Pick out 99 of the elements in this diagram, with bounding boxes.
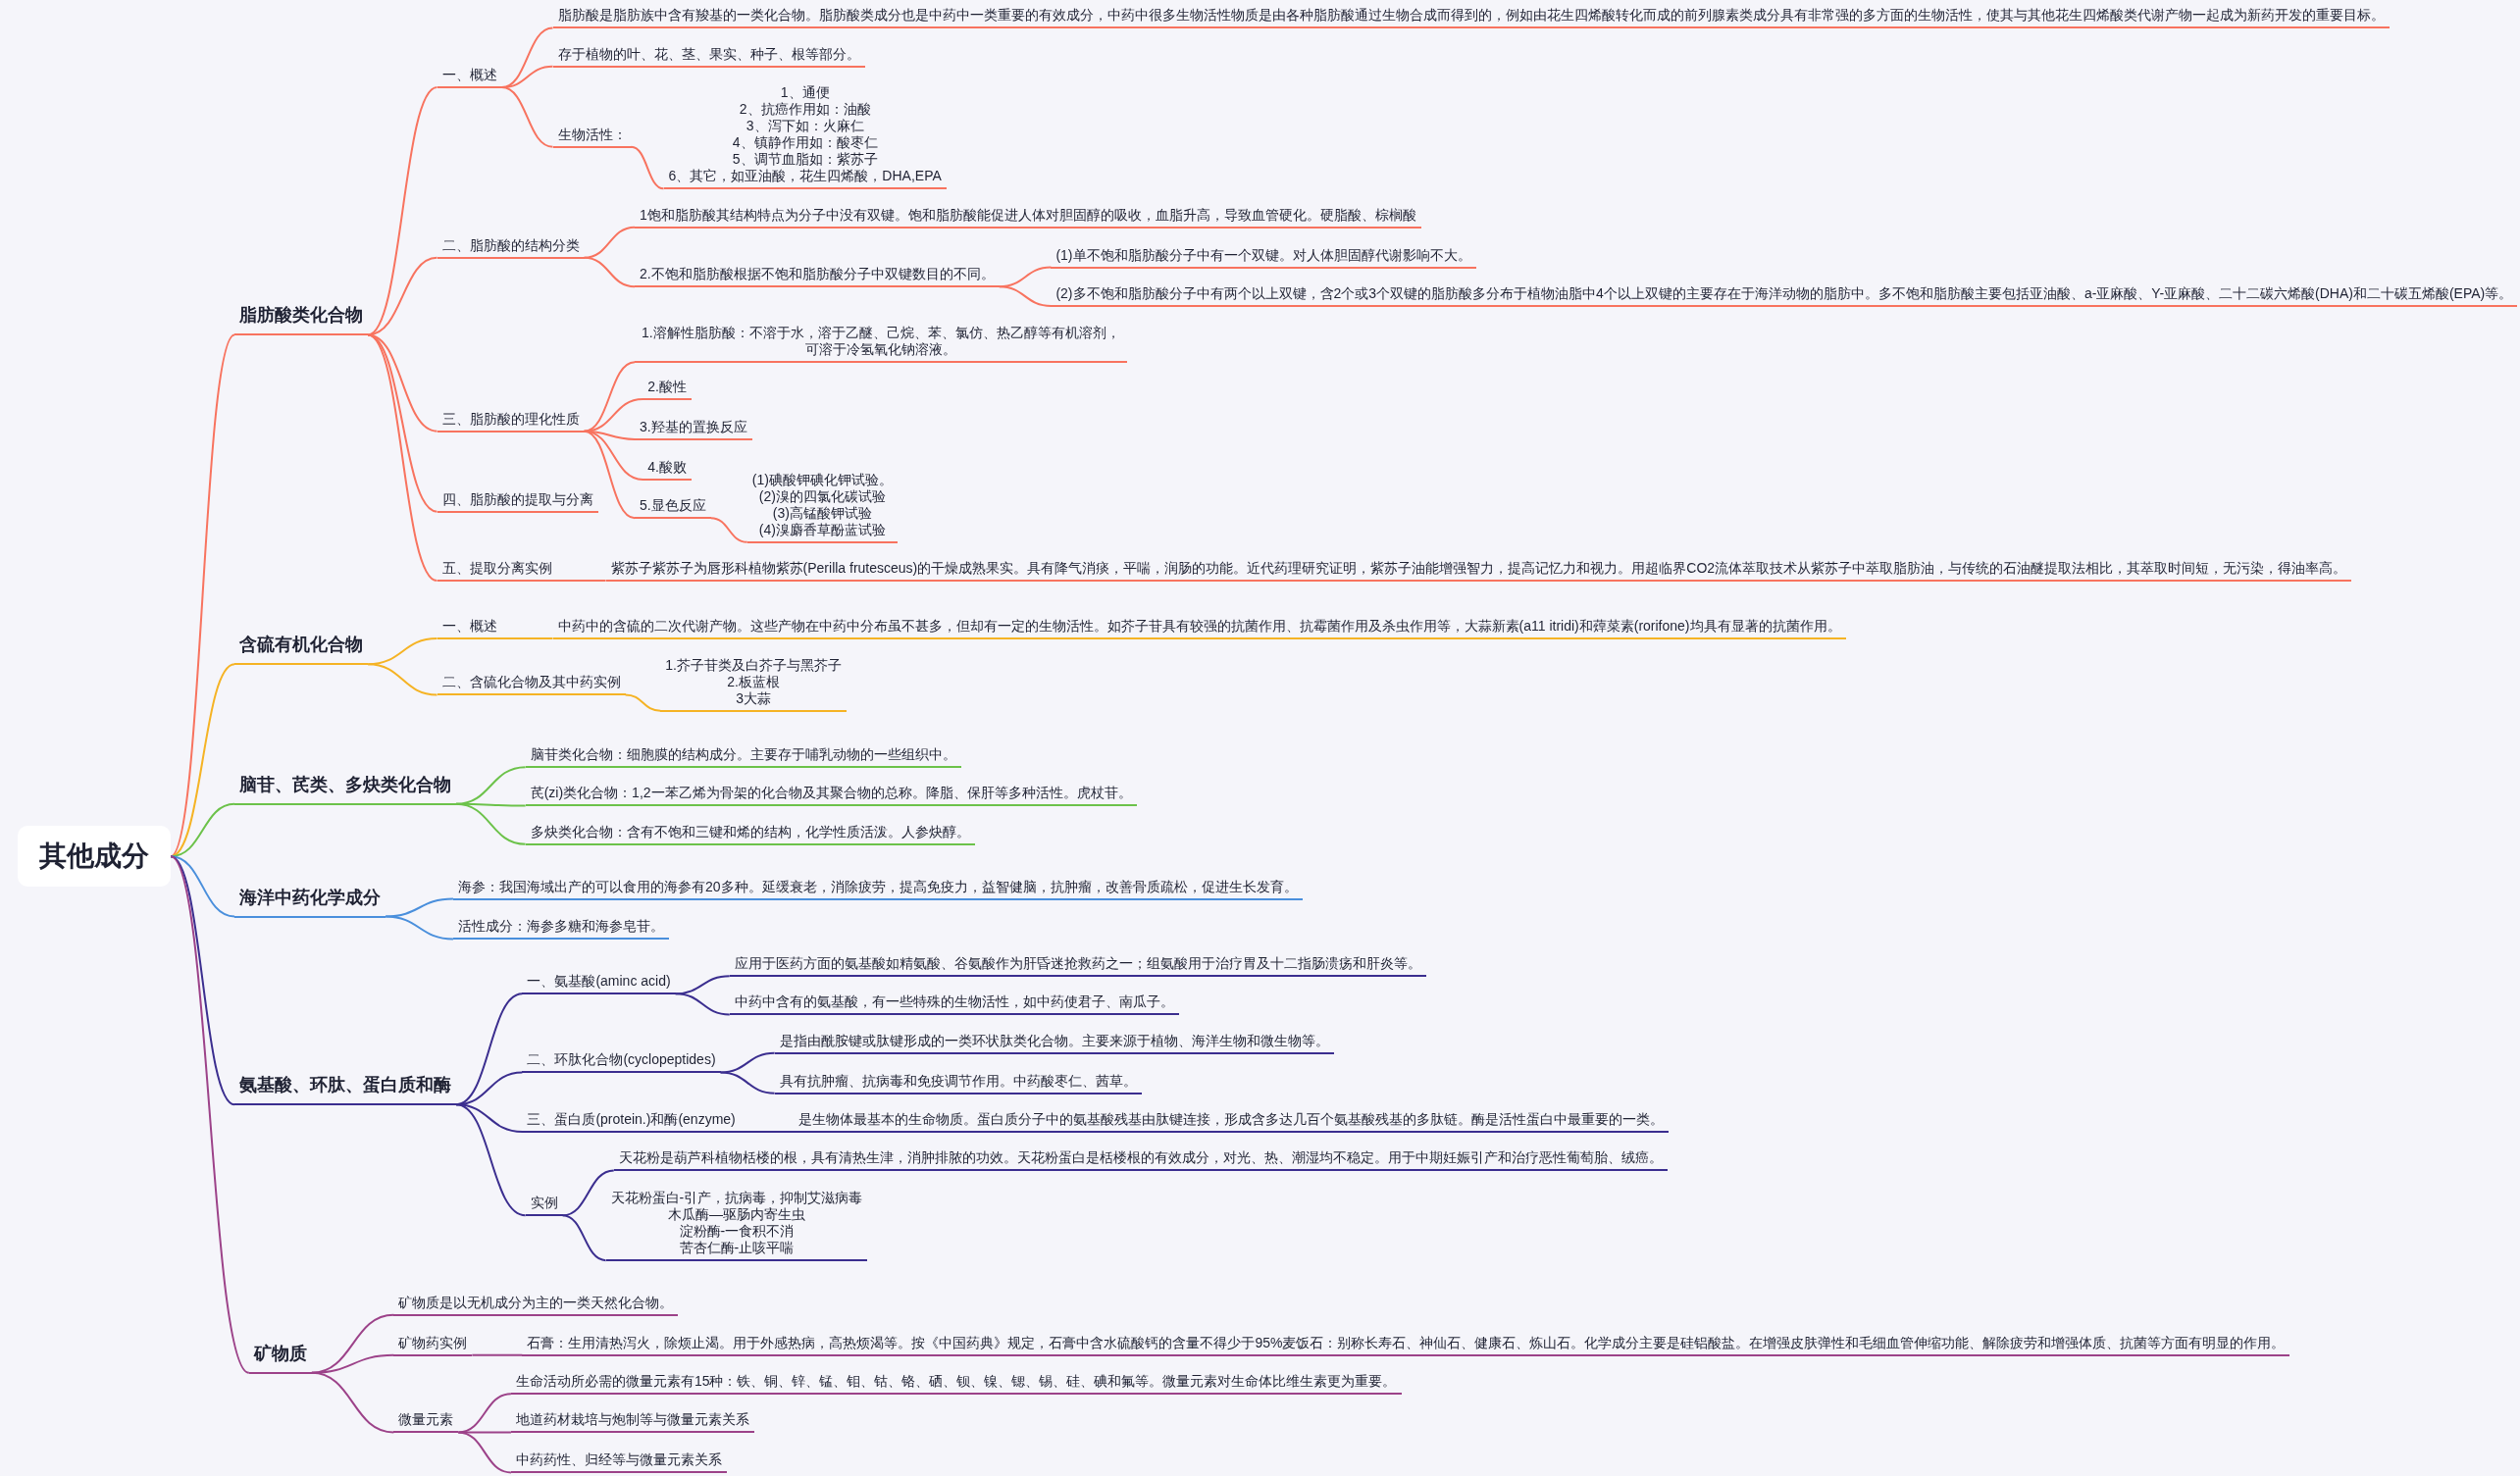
topic-item: 2.不饱和脂肪酸根据不饱和脂肪酸分子中双键数目的不同。 xyxy=(635,266,1000,288)
list-line: 木瓜酶—驱肠内寄生虫 xyxy=(666,1206,806,1224)
branch-heading: 脂肪酸类化合物 xyxy=(234,304,369,336)
connector-line xyxy=(367,256,438,336)
connector-line xyxy=(367,663,438,696)
connector-line xyxy=(739,1131,796,1134)
root-topic: 其他成分 xyxy=(17,826,171,888)
list-line: 6、其它，如亚油酸，花生四烯酸，DHA,EPA xyxy=(668,168,942,185)
connector-line xyxy=(385,897,454,918)
connector-line xyxy=(455,802,527,845)
topic-item: 一、氨基酸(aminc acid) xyxy=(522,973,676,995)
connector-line xyxy=(998,285,1053,307)
topic-item: 生物活性： xyxy=(552,126,632,148)
topic-item: 芪(zi)类化合物：1,2一苯乙烯为骨架的化合物及其聚合物的总称。降脂、保肝等多种活性。虎杖苷。 xyxy=(525,785,1137,807)
list-line: 1.芥子苷类及白芥子与黑芥子 xyxy=(665,656,842,674)
connector-line xyxy=(719,1071,776,1094)
topic-item: 紫苏子紫苏子为唇形科植物紫苏(Perilla frutesceus)的干燥成熟果实。具有降气消痰，平喘，润肠的功能。近代药理研究证明，紫苏子油能增强智力，提高记忆力和视力。用超临界CO2流体萃取技术从紫苏子中萃取脂肪油，与传统的石油醚提取法相比，其萃取时间短，无污染，得油率高。 xyxy=(605,560,2352,583)
connector-line xyxy=(624,693,662,712)
topic-item: 微量元素 xyxy=(393,1411,459,1434)
topic-item: 二、环肽化合物(cyclopeptides) xyxy=(522,1051,721,1074)
topic-item: 一、概述 xyxy=(437,618,502,640)
list-line: 3大蒜 xyxy=(735,689,772,707)
topic-item: 是生物体最基本的生命物质。蛋白质分子中的氨基酸残基由肽键连接，形成含多达几百个氨基酸残基的多肽链。酶是活性蛋白中最重要的一类。 xyxy=(794,1111,1670,1134)
list-line: (4)溴麝香草酚蓝试验 xyxy=(757,521,887,538)
topic-item: 天花粉是葫芦科植物栝楼的根，具有清热生津，消肿排脓的功效。天花粉蛋白是栝楼根的有效成分，对光、热、潮湿均不稳定。用于中期妊娠引产和治疗恶性葡萄胎、绒癌。 xyxy=(613,1149,1668,1172)
topic-item: 地道药材栽培与炮制等与微量元素关系 xyxy=(510,1411,754,1434)
topic-item: 五、提取分离实例 xyxy=(437,560,557,583)
connector-line xyxy=(500,637,554,640)
branch-heading: 氨基酸、环肽、蛋白质和酶 xyxy=(234,1074,457,1106)
topic-item: 应用于医药方面的氨基酸如精氨酸、谷氨酸作为肝昏迷抢救药之一；组氨酸用于治疗胃及十二指肠溃疡和肝炎等。 xyxy=(729,955,1426,978)
topic-item: 5.显色反应 xyxy=(635,497,711,520)
topic-item: 1.溶解性脂肪酸：不溶于水，溶于乙醚、己烷、苯、氯仿、热乙醇等有机溶剂，可溶于冷氢氧化钠溶液。 xyxy=(635,325,1127,364)
topic-item: 活性成分：海参多糖和海参皂苷。 xyxy=(452,918,669,941)
topic-item: 一、概述 xyxy=(437,67,502,89)
connector-line xyxy=(583,361,637,433)
connector-line xyxy=(457,1431,512,1474)
topic-item: 石膏：生用清热泻火，除烦止渴。用于外感热病，高热烦渴等。按《中国药典》规定，石膏中含水硫酸钙的含量不得少于95%麦饭石：别称长寿石、神仙石、健康石、炼山石。化学成分主要是硅铝酸盐。在增强皮肤弹性和毛细血管伸缩功能、解除疲劳和增强体质、抗菌等方面有明显的作用。 xyxy=(522,1334,2290,1356)
topic-item: 脑苷类化合物：细胞膜的结构成分。主要存于哺乳动物的一些组织中。 xyxy=(525,746,961,769)
connector-line xyxy=(709,517,748,543)
branch-heading: 海洋中药化学成分 xyxy=(234,886,386,918)
connector-line xyxy=(169,855,236,918)
connector-line xyxy=(555,580,607,583)
topic-item: 二、含硫化合物及其中药实例 xyxy=(437,674,626,696)
list-line: 2.板蓝根 xyxy=(726,673,781,690)
topic-item xyxy=(660,656,847,712)
list-line: 3、泻下如：火麻仁 xyxy=(745,118,865,135)
list-line: 淀粉酶-一食积不消 xyxy=(678,1223,796,1241)
topic-item: 矿物质是以无机成分为主的一类天然化合物。 xyxy=(393,1294,679,1316)
topic-item: 中药中的含硫的二次代谢产物。这些产物在中药中分布虽不甚多，但却有一定的生物活性。如芥子苷具有较强的抗菌作用、抗霉菌作用及杀虫作用等，大蒜新素(a11 itridi)和蔊菜素(rorifone)均具有显著的抗菌作用。 xyxy=(552,618,1846,640)
connector-line xyxy=(583,256,637,288)
branch-heading: 矿物质 xyxy=(248,1342,312,1374)
topic-item: (1)单不饱和脂肪酸分子中有一个双键。对人体胆固醇代谢影响不大。 xyxy=(1051,246,1476,269)
topic-item: 三、脂肪酸的理化性质 xyxy=(437,410,585,433)
topic-item: 2.酸性 xyxy=(643,378,692,400)
topic-item xyxy=(605,1190,868,1262)
connector-line xyxy=(310,1371,395,1434)
connector-line xyxy=(471,1353,524,1356)
connector-line xyxy=(583,430,637,520)
connector-line xyxy=(719,1051,776,1074)
list-line: 2、抗癌作用如：油酸 xyxy=(738,101,872,119)
connector-line xyxy=(385,915,454,941)
topic-item: 脂肪酸是脂肪族中含有羧基的一类化合物。脂肪酸类成分也是中药中一类重要的有效成分，中药中很多生物活性物质是由各种脂肪酸通过生物合成而得到的，例如由花生四烯酸转化而成的前列腺素类成分具有非常强的多方面的生物活性，使其与其他花生四烯酸类代谢产物一起成为新药开发的重要目标。 xyxy=(552,7,2390,29)
connector-line xyxy=(457,1431,512,1434)
list-line: (3)高锰酸钾试验 xyxy=(771,504,873,522)
list-line: 苦杏仁酶-止咳平喘 xyxy=(678,1240,796,1257)
topic-item: 三、蛋白质(protein.)和酶(enzyme) xyxy=(522,1111,741,1134)
topic-item: 生命活动所必需的微量元素有15种：铁、铜、锌、锰、钼、钴、铬、硒、钡、镍、锶、锡、硅、碘和氟等。微量元素对生命体比维生素更为重要。 xyxy=(510,1373,1402,1396)
connector-line xyxy=(455,1103,527,1217)
list-line: (2)溴的四氯化碳试验 xyxy=(757,487,887,505)
list-line: 4、镇静作用如：酸枣仁 xyxy=(731,134,879,152)
list-line: 1、通便 xyxy=(779,84,831,102)
topic-item: 1饱和脂肪酸其结构特点为分子中没有双键。饱和脂肪酸能促进人体对胆固醇的吸收，血脂升高，导致血管硬化。硬脂酸、棕榈酸 xyxy=(635,206,1421,229)
topic-item: 多炔类化合物：含有不饱和三键和烯的结构，化学性质活泼。人参炔醇。 xyxy=(525,823,975,845)
branch-heading: 脑苷、芪类、多炔类化合物 xyxy=(234,773,457,805)
branch-heading: 含硫有机化合物 xyxy=(234,634,369,666)
topic-item: 中药中含有的氨基酸，有一些特殊的生物活性，如中药使君子、南瓜子。 xyxy=(729,993,1179,1016)
topic-item: 存于植物的叶、花、茎、果实、种子、根等部分。 xyxy=(552,45,865,68)
list-line: 天花粉蛋白-引产，抗病毒，抑制艾滋病毒 xyxy=(610,1190,863,1207)
connector-line xyxy=(367,333,438,583)
list-line: 5、调节血脂如：紫苏子 xyxy=(731,151,879,169)
topic-item xyxy=(663,84,947,190)
topic-item: 3.羟基的置换反应 xyxy=(635,418,752,440)
topic-item: 是指由酰胺键或肽键形成的一类环状肽类化合物。主要来源于植物、海洋生物和微生物等。 xyxy=(774,1032,1334,1054)
connector-line xyxy=(561,1214,607,1262)
connector-line xyxy=(169,855,250,1374)
topic-item: 具有抗肿瘤、抗病毒和免疫调节作用。中药酸枣仁、茜草。 xyxy=(774,1072,1142,1094)
topic-item xyxy=(746,471,898,543)
connector-line xyxy=(500,86,554,148)
list-line: (1)碘酸钾碘化钾试验。 xyxy=(751,471,893,488)
topic-item: 四、脂肪酸的提取与分离 xyxy=(437,490,598,513)
topic-item: 中药药性、归经等与微量元素关系 xyxy=(510,1451,727,1474)
connector-line xyxy=(674,992,731,1016)
topic-item: 矿物药实例 xyxy=(393,1334,473,1356)
topic-item: 二、脂肪酸的结构分类 xyxy=(437,236,585,259)
topic-item: 4.酸败 xyxy=(643,458,692,481)
connector-line xyxy=(630,145,665,190)
topic-item: (2)多不饱和脂肪酸分子中有两个以上双键，含2个或3个双键的脂肪酸多分布于植物油脂中4个以上双键的主要存在于海洋动物的脂肪中。多不饱和脂肪酸主要包括亚油酸、a-亚麻酸、Y-亚麻酸、二十二碳六烯酸(DHA)和二十碳五烯酸(EPA)等。 xyxy=(1051,284,2518,307)
topic-item: 实例 xyxy=(525,1195,563,1217)
topic-item: 海参：我国海域出产的可以食用的海参有20多种。延缓衰老，消除疲劳，提高免疫力，益智健脑，抗肿瘤，改善骨质疏松，促进生长发育。 xyxy=(452,878,1303,900)
